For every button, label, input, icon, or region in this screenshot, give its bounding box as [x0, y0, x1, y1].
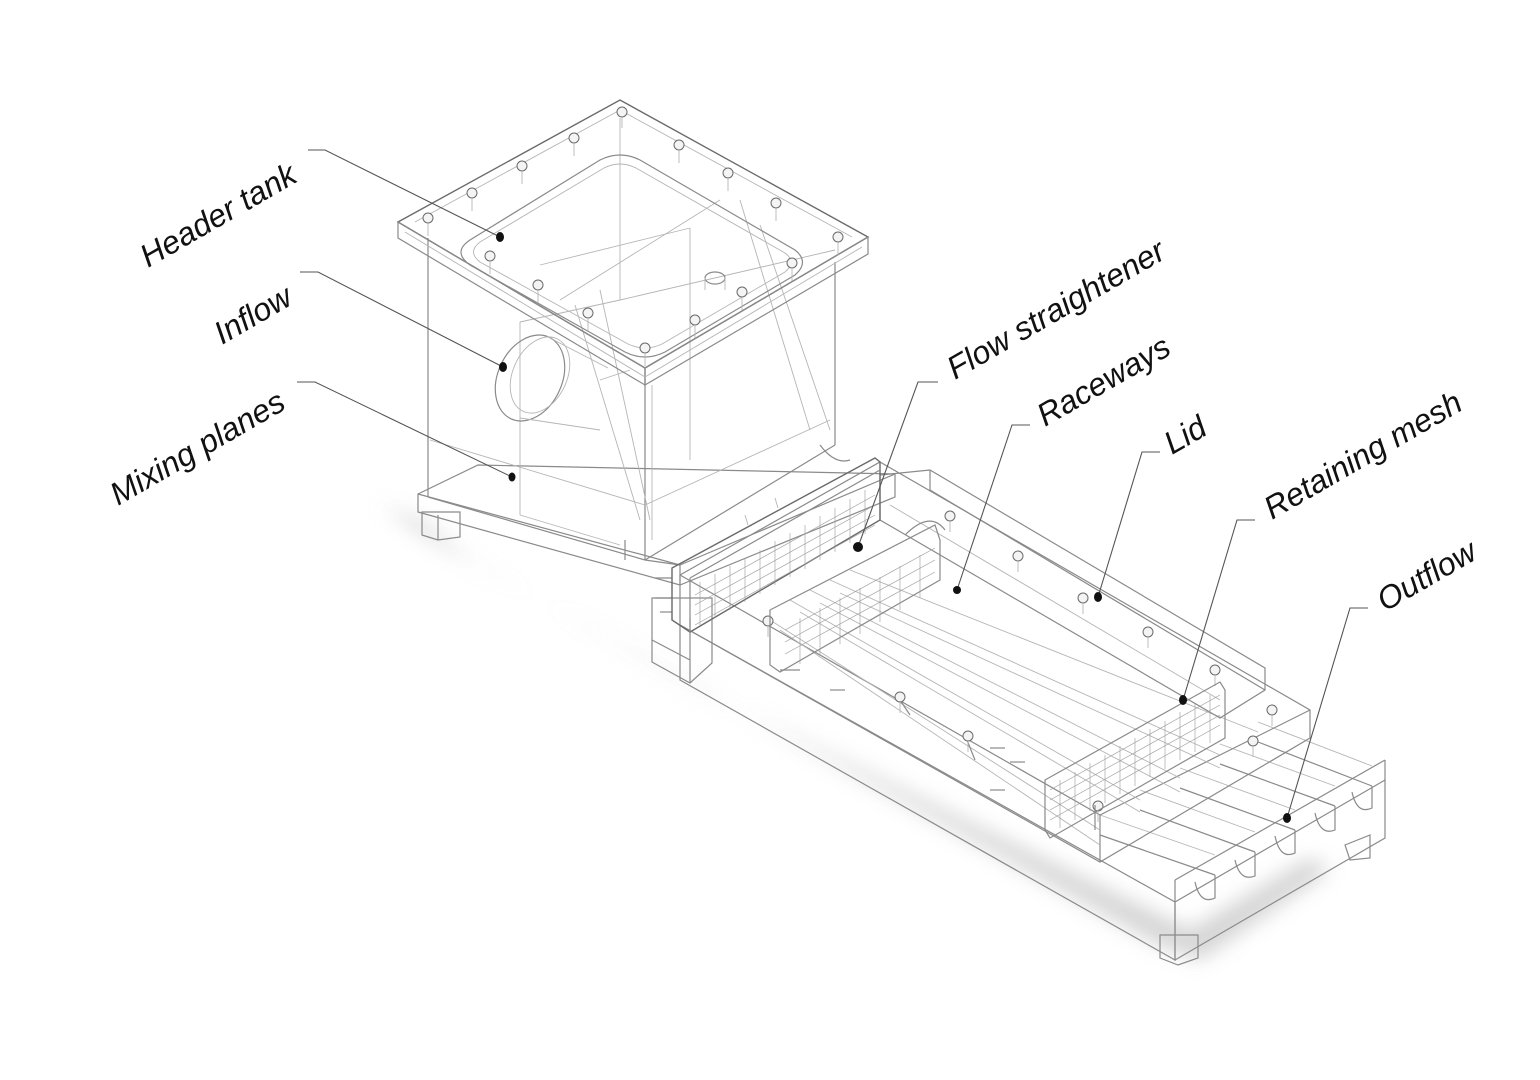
callout-outflow: Outflow — [1283, 532, 1484, 823]
label-raceways: Raceways — [1031, 328, 1177, 433]
lid-marker — [1094, 592, 1102, 602]
raceway-lid — [762, 469, 1278, 822]
raceway-base — [679, 623, 1386, 966]
raceways-marker — [953, 586, 961, 594]
flow-straightener-marker — [853, 542, 863, 552]
retaining-mesh — [1044, 681, 1226, 839]
label-lid: Lid — [1158, 408, 1214, 461]
ground-shadow — [380, 505, 1330, 960]
flow-straightener — [671, 457, 946, 673]
header-tank-marker — [496, 232, 504, 242]
mixing-planes-marker — [508, 472, 516, 482]
header-tank-lid — [396, 99, 870, 387]
label-header-tank: Header tank — [134, 155, 305, 274]
lid-screws — [422, 106, 844, 366]
label-outflow: Outflow — [1371, 532, 1485, 618]
inflow-marker — [499, 362, 507, 372]
callout-flow-straightener: Flow straightener — [853, 231, 1172, 552]
header-tank-body — [427, 118, 851, 566]
callout-inflow: Inflow — [208, 271, 507, 372]
label-inflow: Inflow — [208, 277, 300, 351]
label-retaining-mesh: Retaining mesh — [1258, 384, 1469, 526]
retaining-mesh-marker — [1179, 695, 1187, 705]
header-tank-base — [417, 464, 896, 684]
outflow-marker — [1283, 813, 1291, 823]
callout-header-tank: Header tank — [134, 149, 504, 274]
label-mixing-planes: Mixing planes — [104, 383, 291, 512]
outflow-channels — [1194, 786, 1373, 901]
callout-lid: Lid — [1094, 408, 1214, 602]
callouts: Header tank Inflow Mixing planes Flow st… — [104, 149, 1484, 823]
callout-retaining-mesh: Retaining mesh — [1179, 384, 1468, 705]
